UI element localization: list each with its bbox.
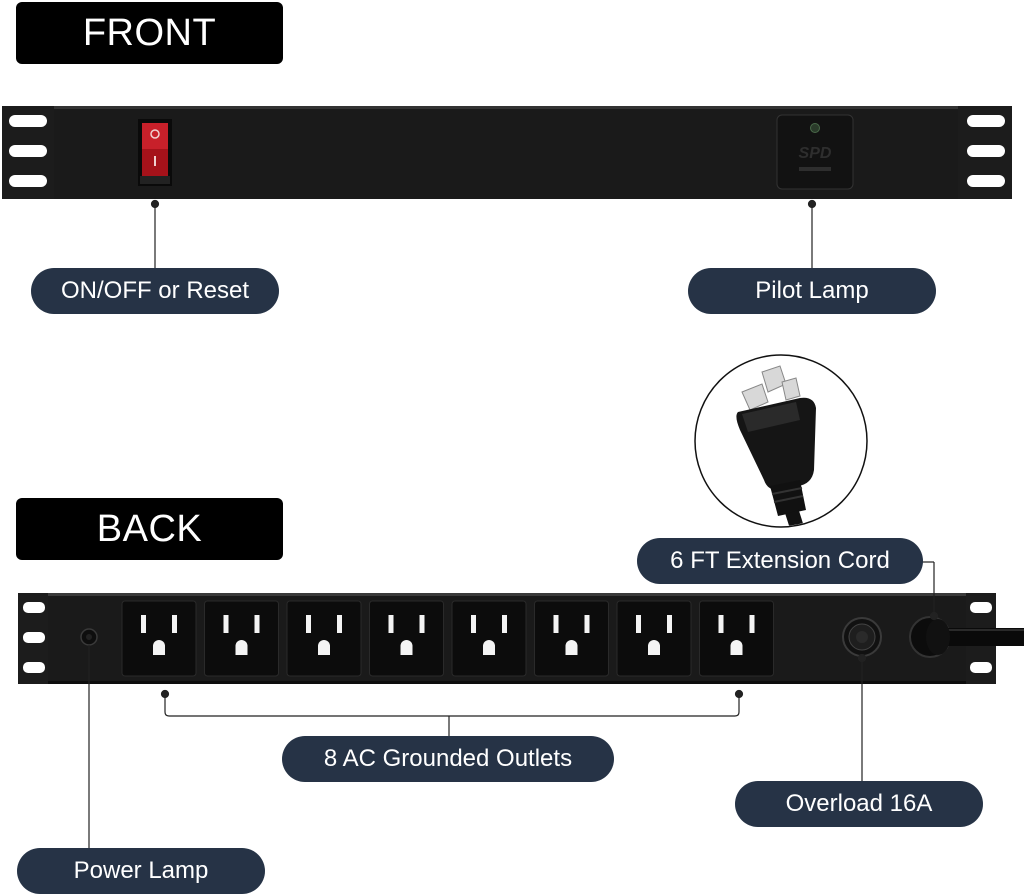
overload-callout: Overload 16A [735,781,983,827]
plug-icon [736,365,816,526]
outlets-callout: 8 AC Grounded Outlets [282,736,614,782]
back-unit [18,593,1024,684]
power-switch-icon [138,119,172,186]
power-lamp-callout: Power Lamp [17,848,265,894]
spd-module: SPD [776,114,854,190]
plug-inset [694,354,868,528]
outlet-row [121,600,774,677]
outlet-icon [616,600,692,677]
outlet-icon [534,600,609,677]
outlet-icon [369,600,444,677]
outlet-icon [451,600,527,677]
front-unit: SPD [2,106,1012,199]
front-section-tag: FRONT [16,2,283,64]
spd-text: SPD [799,145,832,162]
back-section-tag: BACK [16,498,283,560]
on-off-callout: ON/OFF or Reset [31,268,279,314]
outlet-icon [286,600,362,677]
outlet-icon [121,600,197,677]
overload-breaker-icon [842,617,882,657]
outlet-icon [699,600,774,677]
cord-entry-icon [909,616,1024,658]
extension-cord-callout: 6 FT Extension Cord [637,538,923,584]
outlet-icon [204,600,279,677]
pilot-lamp-callout: Pilot Lamp [688,268,936,314]
power-lamp-icon [80,628,98,646]
